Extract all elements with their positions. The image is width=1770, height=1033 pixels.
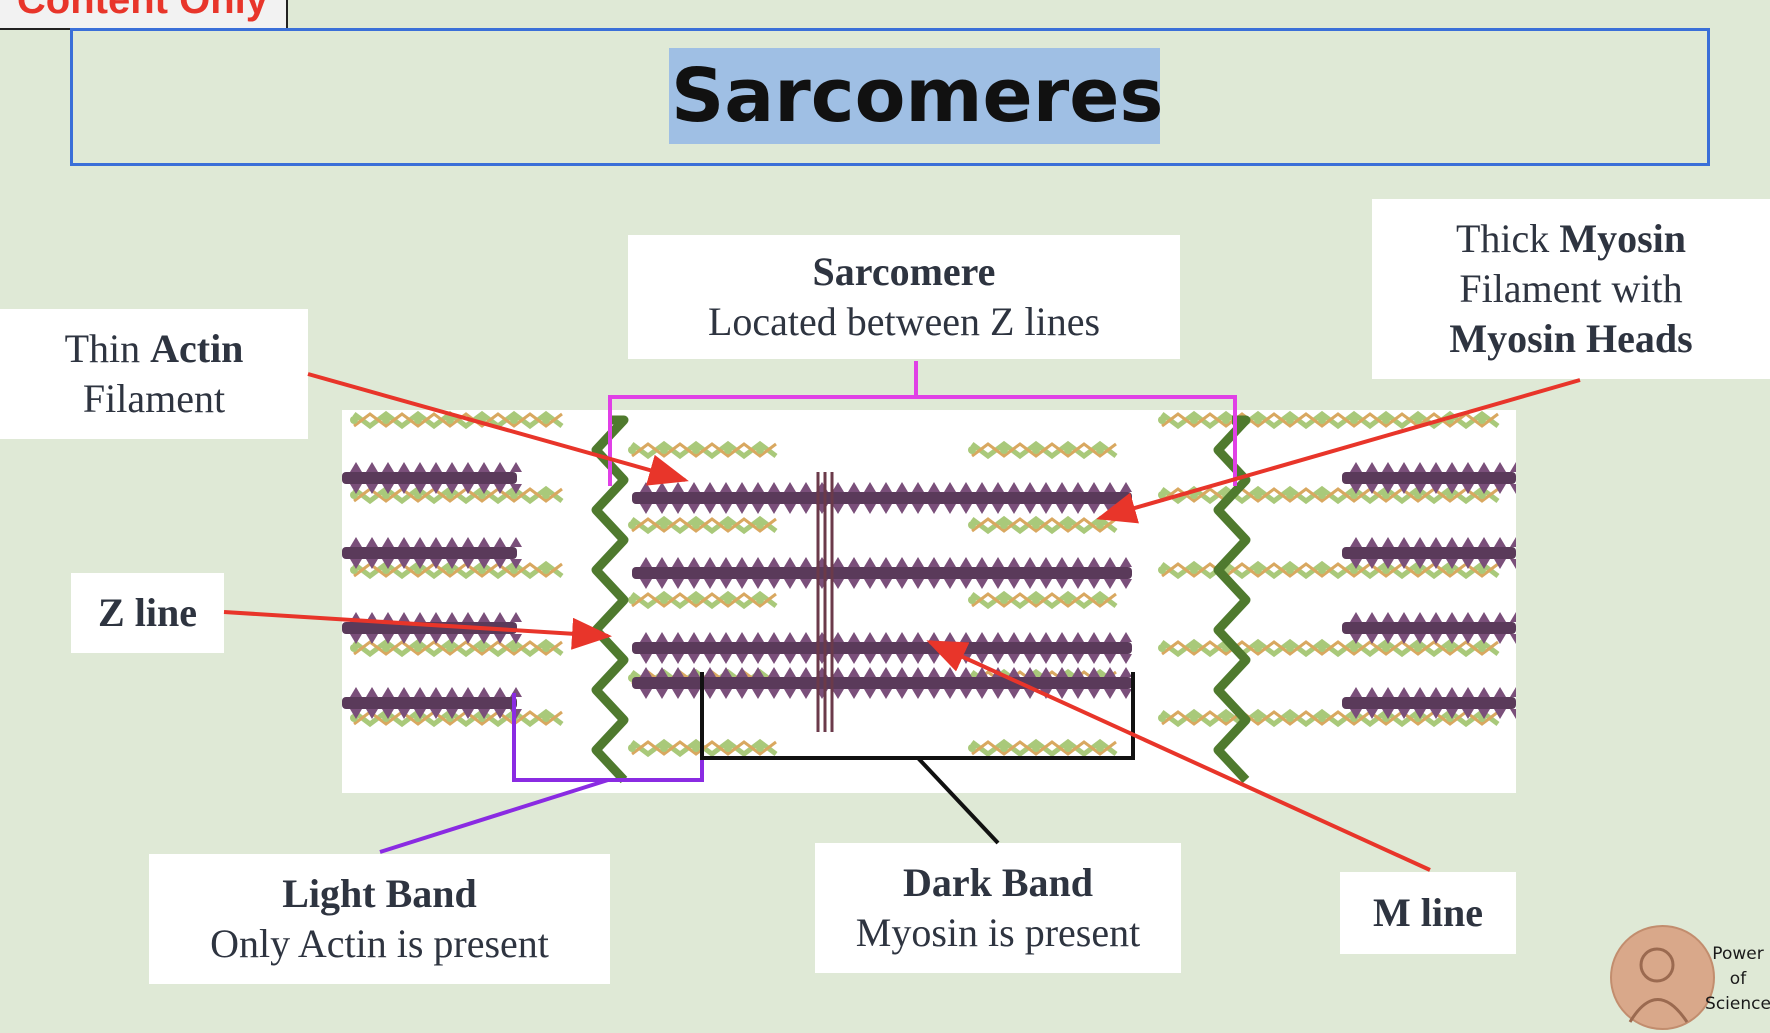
dark-band-label: Dark Band Myosin is present xyxy=(815,843,1181,973)
sarcomere-bracket xyxy=(608,361,1237,486)
actin-filament xyxy=(968,590,1118,610)
page-title: Sarcomeres xyxy=(669,48,1163,144)
actin-filament xyxy=(350,638,564,658)
actin-filament xyxy=(1158,638,1500,658)
actin-filament xyxy=(628,515,778,535)
logo-line-3: Science xyxy=(1705,994,1770,1014)
annotation-overlay xyxy=(223,361,1581,872)
actin-filament xyxy=(628,440,778,460)
dark-band-label-text: Myosin is present xyxy=(855,910,1141,955)
myosin-label-line3: Myosin Heads xyxy=(1449,316,1693,361)
actin-filament xyxy=(350,410,564,430)
z-line-label: Z line xyxy=(71,573,224,653)
m-line-pointer-arrow xyxy=(926,640,1431,872)
portrait-icon xyxy=(1628,947,1689,1023)
myosin-label-line2: Filament with xyxy=(1459,266,1683,311)
light-band-label: Light Band Only Actin is present xyxy=(149,854,610,984)
actin-filament xyxy=(968,738,1118,758)
actin-filament xyxy=(968,515,1118,535)
myosin-label: Thick Myosin Filament with Myosin Heads xyxy=(1372,199,1770,379)
myosin-filament xyxy=(342,612,522,644)
sarcomere-label-title: Sarcomere xyxy=(812,249,996,294)
myosin-label-bold: Myosin xyxy=(1559,216,1686,261)
logo-text: Power of Science xyxy=(1700,942,1770,1017)
actin-label-bold: Actin xyxy=(150,326,244,371)
content-only-tag: Content Only xyxy=(0,0,288,30)
m-line-label-text: M line xyxy=(1373,890,1483,935)
actin-filament xyxy=(1158,708,1500,728)
title-frame xyxy=(70,28,1710,166)
m-line-label: M line xyxy=(1340,872,1516,954)
light-band-bracket xyxy=(379,672,704,854)
actin-label-prefix: Thin xyxy=(64,326,151,371)
z-line-label-text: Z line xyxy=(98,590,197,635)
myosin-filament xyxy=(342,462,522,494)
sarcomere-diagram xyxy=(342,410,1522,793)
actin-pointer-arrow xyxy=(307,372,689,486)
sarcomere-label-text: Located between Z lines xyxy=(707,299,1101,344)
myosin-filament xyxy=(632,482,1132,514)
logo-line-1: Power xyxy=(1712,944,1764,964)
actin-filament xyxy=(628,590,778,610)
myosin-pointer-arrow xyxy=(1096,378,1581,524)
actin-filament xyxy=(968,440,1118,460)
z-line xyxy=(1213,415,1251,784)
myosin-filament xyxy=(342,537,522,569)
myosin-filament xyxy=(1342,612,1522,644)
light-band-label-title: Light Band xyxy=(282,871,477,916)
sarcomere-label: Sarcomere Located between Z lines xyxy=(628,235,1180,359)
dark-band-bracket xyxy=(700,672,1135,845)
z-line-pointer-arrow xyxy=(223,610,612,650)
actin-label-line2: Filament xyxy=(82,376,226,421)
light-band-label-text: Only Actin is present xyxy=(210,921,549,966)
logo-line-2: of xyxy=(1729,969,1747,989)
sarcomere-illustration xyxy=(342,410,1522,784)
dark-band-label-title: Dark Band xyxy=(902,860,1094,905)
actin-label: Thin Actin Filament xyxy=(0,309,308,439)
myosin-filament xyxy=(1342,537,1522,569)
myosin-label-prefix: Thick xyxy=(1456,216,1560,261)
myosin-filament xyxy=(632,557,1132,589)
